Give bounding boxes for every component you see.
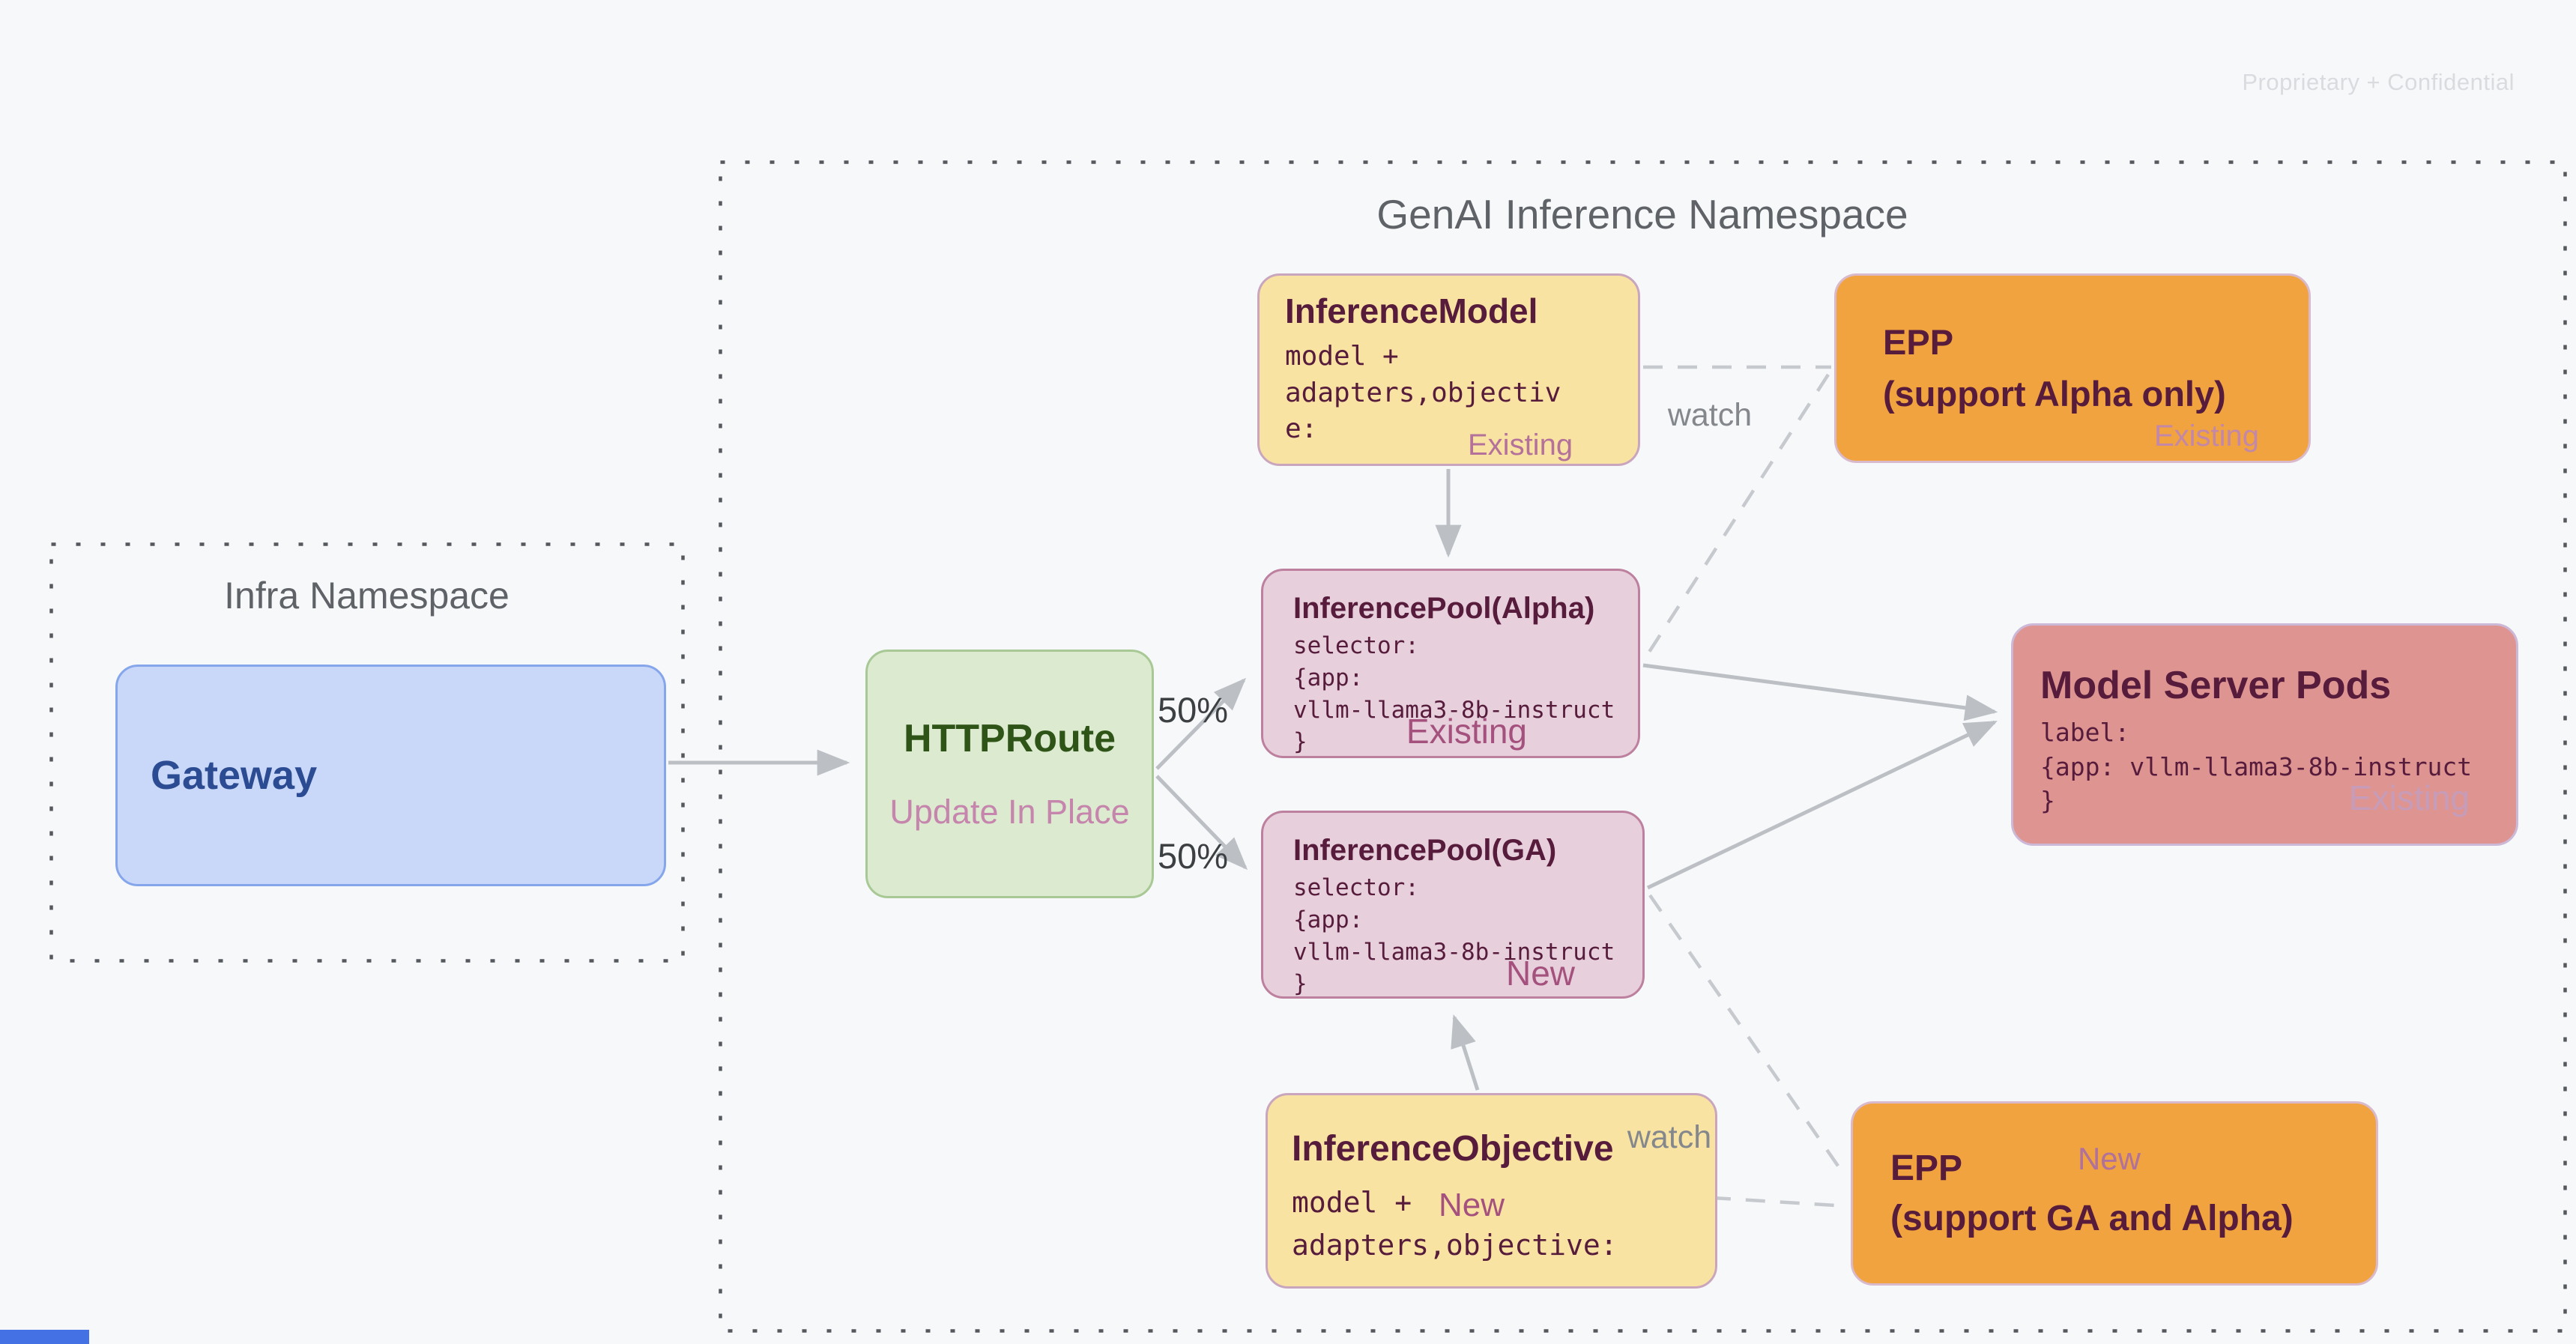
inference-pool-ga-title: InferencePool(GA): [1293, 834, 1557, 867]
watch-top-label: watch: [1667, 397, 1753, 433]
inference-model-status-badge: Existing: [1468, 429, 1573, 461]
traffic-split-bottom-label: 50%: [1157, 836, 1229, 876]
inference-pool-alpha-selector: selector: {app: vllm-llama3-8b-instruct …: [1293, 632, 1615, 756]
edge-pool-ga-pods: [1646, 720, 1998, 890]
inference-pool-ga-status-badge: New: [1505, 954, 1575, 993]
edge-inferenceobjective-pool-ga: [1451, 1014, 1480, 1091]
inference-pool-alpha-title: InferencePool(Alpha): [1293, 592, 1595, 625]
epp-ga-title: EPP (support GA and Alpha): [1890, 1148, 2294, 1238]
traffic-split-top-label: 50%: [1157, 690, 1229, 730]
corner-accent-bar: [0, 1330, 89, 1344]
edge-httproute-pool-ga: [1155, 775, 1248, 871]
edge-watch-inferenceobjective-epp-ga: [1676, 1193, 1848, 1208]
model-server-pods-status-badge: Existing: [2348, 778, 2470, 817]
inference-pool-ga-node: InferencePool(GA) selector: {app: vllm-l…: [1261, 811, 1645, 999]
epp-ga-status-badge: New: [2077, 1141, 2141, 1176]
inference-pool-alpha-status-badge: Existing: [1406, 712, 1527, 751]
inference-pool-ga-selector: selector: {app: vllm-llama3-8b-instruct …: [1293, 874, 1615, 998]
gateway-title: Gateway: [151, 753, 318, 798]
genai-namespace-title: GenAI Inference Namespace: [1376, 191, 1908, 237]
edge-watch-epp-alpha-pool-alpha: [1644, 373, 1830, 659]
genai-namespace-border: [719, 160, 2567, 1333]
confidential-watermark: Proprietary + Confidential: [2242, 69, 2515, 95]
httproute-subtitle: Update In Place: [889, 793, 1130, 831]
inference-model-title: InferenceModel: [1285, 291, 1538, 330]
epp-alpha-title: EPP (support Alpha only): [1883, 322, 2226, 414]
httproute-node: HTTPRoute Update In Place: [865, 650, 1154, 898]
edge-pool-alpha-pods: [1642, 663, 1998, 721]
inference-pool-alpha-node: InferencePool(Alpha) selector: {app: vll…: [1261, 569, 1640, 758]
inference-objective-status-badge: New: [1439, 1187, 1505, 1223]
model-server-pods-title: Model Server Pods: [2040, 664, 2392, 707]
watch-bottom-label: watch: [1627, 1119, 1712, 1155]
inference-model-node: InferenceModel model + adapters,objectiv…: [1257, 273, 1640, 466]
edge-watch-pool-ga-epp-ga: [1648, 894, 1848, 1179]
epp-alpha-status-badge: Existing: [2153, 420, 2259, 452]
edge-httproute-pool-alpha: [1155, 677, 1247, 770]
model-server-pods-node: Model Server Pods label: {app: vllm-llam…: [2011, 623, 2518, 846]
infra-namespace-border: [49, 542, 685, 963]
model-server-pods-label: label: {app: vllm-llama3-8b-instruct }: [2040, 718, 2473, 816]
inference-objective-title: InferenceObjective: [1292, 1129, 1614, 1169]
inference-objective-spec: model + adapters,objective:: [1292, 1186, 1618, 1262]
gateway-node: Gateway: [115, 665, 666, 886]
infra-namespace-title: Infra Namespace: [224, 575, 510, 617]
httproute-title: HTTPRoute: [903, 717, 1116, 760]
inference-model-spec: model + adapters,objectiv e:: [1285, 341, 1561, 445]
epp-ga-node: EPP (support GA and Alpha) New: [1851, 1101, 2378, 1286]
inference-objective-node: InferenceObjective model + adapters,obje…: [1266, 1093, 1717, 1289]
epp-alpha-node: EPP (support Alpha only) Existing: [1834, 273, 2311, 463]
